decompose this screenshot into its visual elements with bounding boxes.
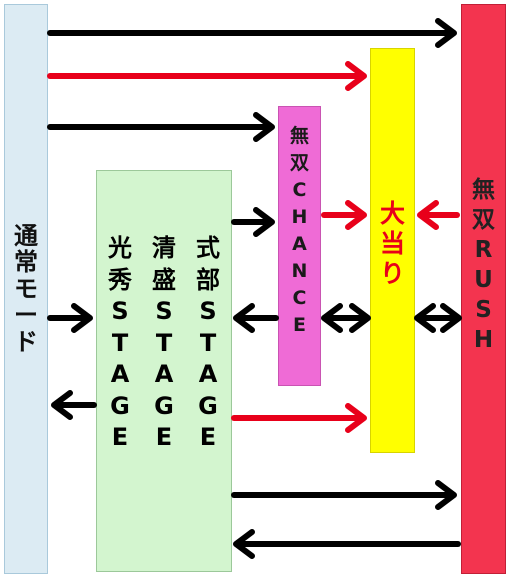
arrow-normal-to-bigwin bbox=[47, 61, 367, 91]
rush-char: S bbox=[475, 297, 492, 323]
stage-char: 部 bbox=[196, 265, 220, 294]
big-win-char: り bbox=[379, 259, 405, 288]
stage-char: A bbox=[154, 360, 174, 388]
stage-char: 盛 bbox=[152, 265, 176, 294]
arrow-stage-to-rush bbox=[231, 480, 457, 510]
stage-char: S bbox=[199, 297, 217, 325]
rush-char: 無 bbox=[472, 177, 495, 203]
musou-rush-box: 無 双 R U S H bbox=[461, 4, 506, 574]
stage-char: E bbox=[111, 423, 129, 451]
musou-chance-label: 無 双 C H A N C E bbox=[290, 123, 309, 339]
big-win-char: 当 bbox=[379, 229, 405, 258]
normal-mode-label: 通 常 モ ー ド bbox=[14, 223, 38, 355]
normal-mode-char: ド bbox=[14, 327, 38, 356]
stage-column-shikibu: 式 部 S T A G E bbox=[186, 233, 230, 454]
stage-char: G bbox=[154, 391, 174, 420]
normal-mode-box: 通 常 モ ー ド bbox=[4, 4, 48, 574]
stage-char: G bbox=[198, 391, 218, 420]
big-win-char: 大 bbox=[379, 199, 405, 228]
normal-mode-char: 常 bbox=[14, 248, 38, 277]
rush-char: R bbox=[474, 237, 493, 263]
arrow-normal-to-rush-top bbox=[47, 18, 457, 48]
stage-char: E bbox=[199, 423, 217, 451]
arrow-chance-to-bigwin bbox=[321, 200, 367, 230]
stage-char: 式 bbox=[196, 234, 220, 262]
stage-column-mitsuhide: 光 秀 S T A G E bbox=[98, 233, 142, 454]
chance-char: N bbox=[291, 260, 308, 282]
stage-char: T bbox=[199, 328, 217, 357]
rush-char: H bbox=[473, 327, 494, 353]
chance-char: C bbox=[292, 179, 307, 201]
stage-char: A bbox=[198, 360, 218, 388]
normal-mode-char: モ bbox=[14, 274, 38, 303]
stage-column-kiyomori: 清 盛 S T A G E bbox=[142, 233, 186, 454]
arrow-normal-to-stage bbox=[47, 303, 93, 333]
arrow-stage-to-normal bbox=[51, 390, 97, 420]
arrow-stage-to-bigwin bbox=[231, 403, 367, 433]
normal-mode-char: ー bbox=[14, 301, 38, 330]
chance-char: A bbox=[292, 233, 307, 255]
chance-char: C bbox=[292, 287, 307, 309]
big-win-label: 大 当 り bbox=[380, 199, 405, 289]
stage-char: S bbox=[155, 297, 173, 325]
stage-char: T bbox=[111, 328, 129, 357]
musou-chance-box: 無 双 C H A N C E bbox=[278, 106, 321, 386]
rush-char: 双 bbox=[472, 207, 495, 233]
arrow-rush-to-bigwin bbox=[417, 200, 460, 230]
stage-char: 清 bbox=[152, 234, 176, 262]
stage-char: G bbox=[110, 391, 130, 420]
stage-char: 秀 bbox=[108, 265, 132, 294]
stage-char: E bbox=[155, 423, 173, 451]
arrow-normal-to-chance bbox=[47, 112, 275, 142]
stage-char: 光 bbox=[108, 234, 132, 262]
stage-char: S bbox=[111, 297, 129, 325]
arrow-stage-to-chance bbox=[231, 207, 275, 237]
musou-rush-label: 無 双 R U S H bbox=[472, 175, 495, 355]
arrow-chance-to-stage bbox=[233, 303, 279, 333]
stage-box: 光 秀 S T A G E 清 盛 S T A G E 式 部 S T A G … bbox=[96, 170, 232, 572]
arrow-chance-bigwin-both bbox=[321, 303, 371, 333]
big-win-box: 大 当 り bbox=[370, 48, 415, 453]
arrow-rush-to-stage bbox=[233, 529, 461, 559]
arrow-bigwin-rush-both bbox=[414, 303, 462, 333]
stage-char: A bbox=[110, 360, 130, 388]
rush-char: U bbox=[474, 267, 493, 293]
chance-char: E bbox=[293, 314, 306, 336]
stage-char: T bbox=[155, 328, 173, 357]
chance-char: H bbox=[291, 206, 308, 228]
normal-mode-char: 通 bbox=[14, 222, 38, 251]
chance-char: 無 bbox=[289, 125, 309, 147]
chance-char: 双 bbox=[289, 152, 309, 174]
